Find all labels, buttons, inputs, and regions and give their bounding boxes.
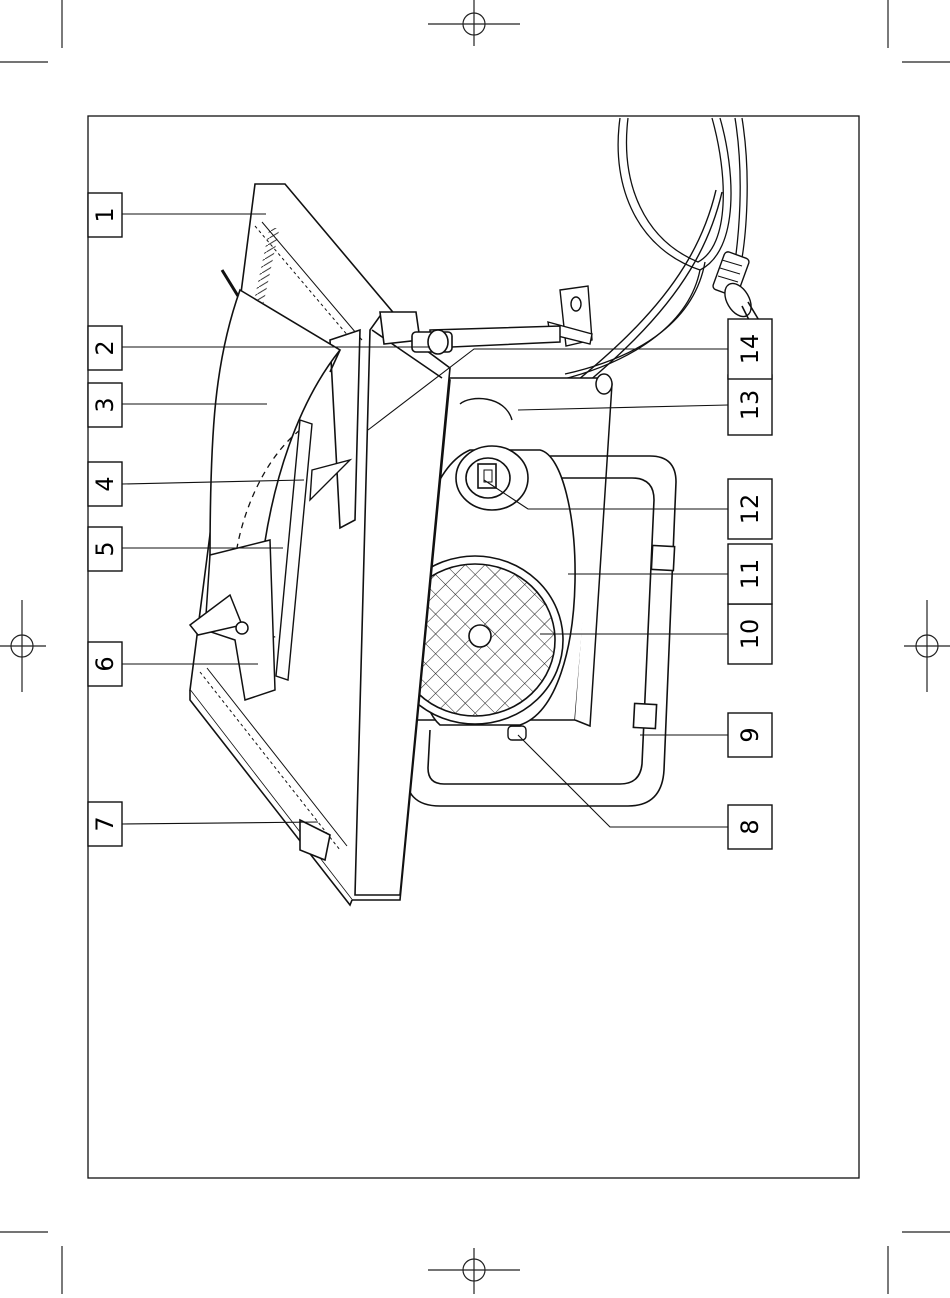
callout-7: 7	[88, 802, 122, 846]
callout-label: 4	[91, 476, 119, 491]
callout-5: 5	[88, 527, 122, 571]
callout-2: 2	[88, 326, 122, 370]
on-off-switch-icon	[456, 446, 528, 510]
callout-10: 10	[728, 604, 772, 664]
callout-9: 9	[728, 713, 772, 757]
callout-label: 12	[736, 494, 764, 525]
callout-4: 4	[88, 462, 122, 506]
callout-label: 3	[91, 397, 119, 412]
callout-label: 5	[91, 541, 119, 556]
callout-label: 14	[736, 334, 764, 365]
callout-11: 11	[728, 544, 772, 604]
callout-12: 12	[728, 479, 772, 539]
callout-label: 7	[91, 816, 119, 831]
power-plug-icon	[712, 251, 760, 326]
callout-3: 3	[88, 383, 122, 427]
callout-14: 14	[728, 319, 772, 379]
callout-label: 8	[736, 819, 764, 834]
callout-label: 10	[736, 619, 764, 650]
callout-1: 1	[88, 193, 122, 237]
callout-13: 13	[728, 375, 772, 435]
callout-8: 8	[728, 805, 772, 849]
callout-label: 11	[736, 559, 764, 590]
callout-label: 1	[91, 207, 119, 222]
callout-label: 6	[91, 656, 119, 671]
callout-label: 2	[91, 340, 119, 355]
callout-6: 6	[88, 642, 122, 686]
callout-label: 9	[736, 727, 764, 742]
callout-label: 13	[736, 390, 764, 421]
